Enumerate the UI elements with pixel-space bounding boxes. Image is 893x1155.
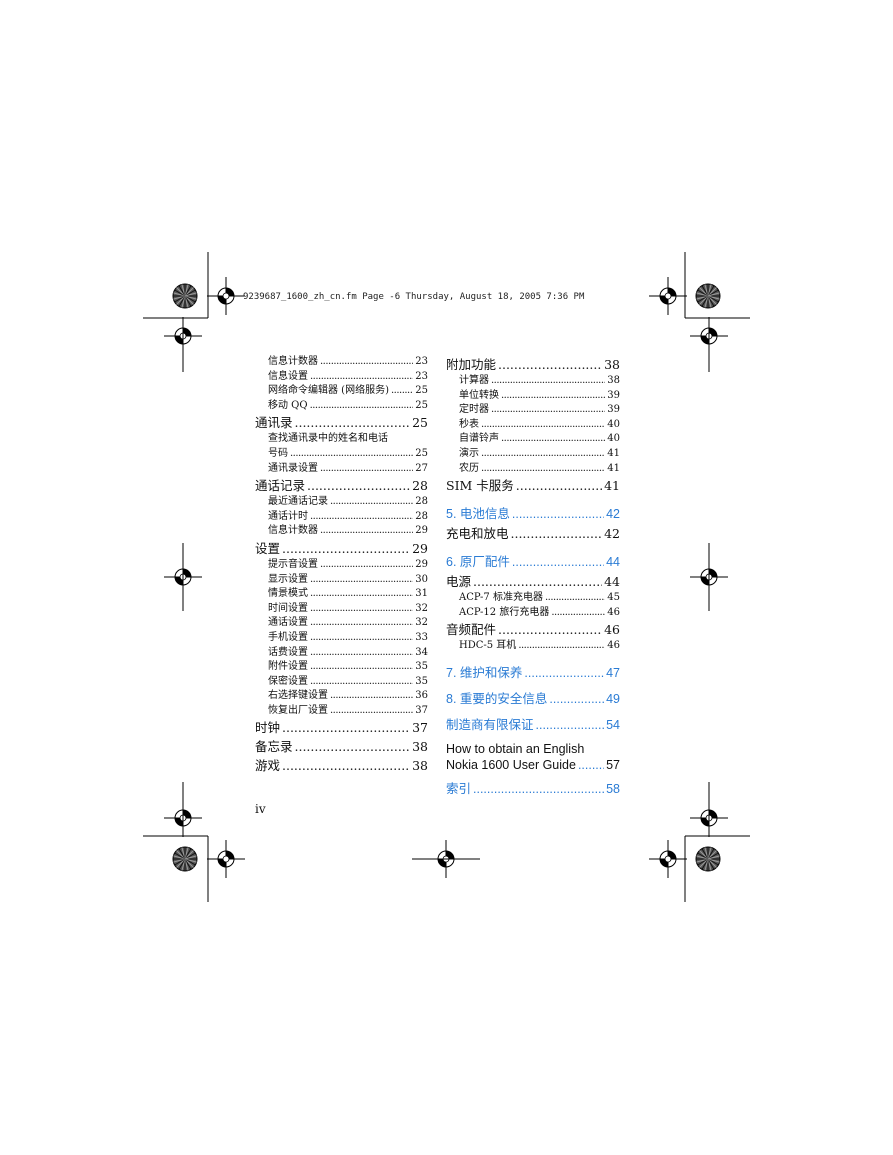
toc-entry-audio[interactable]: 音频配件46 bbox=[446, 620, 620, 639]
toc-entry[interactable]: 提示音设置29 bbox=[255, 558, 428, 573]
registration-center bbox=[664, 292, 672, 300]
color-bar-starburst-icon bbox=[695, 846, 721, 872]
extras-subentries: 计算器38单位转换39定时器39秒表40自谱铃声40演示41农历41 bbox=[446, 374, 620, 476]
registration-center bbox=[222, 292, 230, 300]
toc-entry[interactable]: 通话设置32 bbox=[255, 616, 428, 631]
toc-entry-hdc5[interactable]: HDC-5 耳机46 bbox=[446, 639, 620, 654]
toc-entry[interactable]: 设置29 bbox=[255, 539, 428, 558]
toc-entry[interactable]: 时间设置32 bbox=[255, 602, 428, 617]
registration-center bbox=[222, 855, 230, 863]
toc-entry[interactable]: 最近通话记录28 bbox=[255, 495, 428, 510]
toc-subentry[interactable]: 自谱铃声40 bbox=[446, 432, 620, 447]
toc-entry[interactable]: 通讯录设置27 bbox=[255, 462, 428, 477]
toc-subentry[interactable]: 演示41 bbox=[446, 447, 620, 462]
toc-entry[interactable]: 网络命令编辑器 (网络服务)25 bbox=[255, 384, 428, 399]
toc-subentry[interactable]: 秒表40 bbox=[446, 418, 620, 433]
toc-entry[interactable]: 信息计数器29 bbox=[255, 524, 428, 539]
toc-subentry[interactable]: 单位转换39 bbox=[446, 389, 620, 404]
toc-entry-charging[interactable]: 充电和放电42 bbox=[446, 524, 620, 543]
registration-center bbox=[664, 855, 672, 863]
toc-chapter-warranty[interactable]: 制造商有限保证54 bbox=[446, 715, 620, 735]
toc-entry[interactable]: 话费设置34 bbox=[255, 646, 428, 661]
page-folio: iv bbox=[255, 802, 266, 816]
toc-entry-sim-services[interactable]: SIM 卡服务41 bbox=[446, 476, 620, 495]
toc-entry[interactable]: 通话计时28 bbox=[255, 510, 428, 525]
toc-chapter-8[interactable]: 8. 重要的安全信息49 bbox=[446, 689, 620, 709]
toc-chapter-index[interactable]: 索引58 bbox=[446, 779, 620, 799]
toc-subentry[interactable]: 农历41 bbox=[446, 462, 620, 477]
toc-entry[interactable]: 号码25 bbox=[255, 447, 428, 462]
toc-right-column: 附加功能38 计算器38单位转换39定时器39秒表40自谱铃声40演示41农历4… bbox=[446, 355, 620, 799]
toc-entry[interactable]: 通话记录28 bbox=[255, 476, 428, 495]
print-header: 9239687_1600_zh_cn.fm Page -6 Thursday, … bbox=[243, 292, 585, 302]
toc-entry-extras[interactable]: 附加功能38 bbox=[446, 355, 620, 374]
toc-entry[interactable]: 显示设置30 bbox=[255, 573, 428, 588]
toc-entry[interactable]: 备忘录38 bbox=[255, 737, 428, 756]
color-bar-starburst-icon bbox=[172, 283, 198, 309]
color-bar-starburst-icon bbox=[172, 846, 198, 872]
toc-entry[interactable]: 通讯录25 bbox=[255, 413, 428, 432]
toc-subentry[interactable]: 定时器39 bbox=[446, 403, 620, 418]
toc-entry[interactable]: 手机设置33 bbox=[255, 631, 428, 646]
color-bar-starburst-icon bbox=[695, 283, 721, 309]
toc-subentry[interactable]: 计算器38 bbox=[446, 374, 620, 389]
toc-entry-acp12[interactable]: ACP-12 旅行充电器46 bbox=[446, 606, 620, 621]
toc-entry-acp7[interactable]: ACP-7 标准充电器45 bbox=[446, 591, 620, 606]
toc-chapter-5[interactable]: 5. 电池信息42 bbox=[446, 504, 620, 524]
toc-entry[interactable]: 附件设置35 bbox=[255, 660, 428, 675]
toc-entry[interactable]: 时钟37 bbox=[255, 718, 428, 737]
toc-chapter-6[interactable]: 6. 原厂配件44 bbox=[446, 552, 620, 572]
toc-chapter-7[interactable]: 7. 维护和保养47 bbox=[446, 663, 620, 683]
toc-entry[interactable]: 游戏38 bbox=[255, 756, 428, 775]
toc-entry[interactable]: 信息计数器23 bbox=[255, 355, 428, 370]
toc-entry[interactable]: 右选择键设置36 bbox=[255, 689, 428, 704]
toc-entry[interactable]: 信息设置23 bbox=[255, 370, 428, 385]
toc-chapter-english-guide[interactable]: How to obtain an English Nokia 1600 User… bbox=[446, 741, 620, 773]
toc-entry[interactable]: 保密设置35 bbox=[255, 675, 428, 690]
toc-entry[interactable]: 查找通讯录中的姓名和电话 bbox=[268, 433, 388, 445]
toc-entry[interactable]: 恢复出厂设置37 bbox=[255, 704, 428, 719]
toc-entry[interactable]: 情景模式31 bbox=[255, 587, 428, 602]
toc-entry[interactable]: 移动 QQ25 bbox=[255, 399, 428, 414]
toc-entry-power[interactable]: 电源44 bbox=[446, 572, 620, 591]
